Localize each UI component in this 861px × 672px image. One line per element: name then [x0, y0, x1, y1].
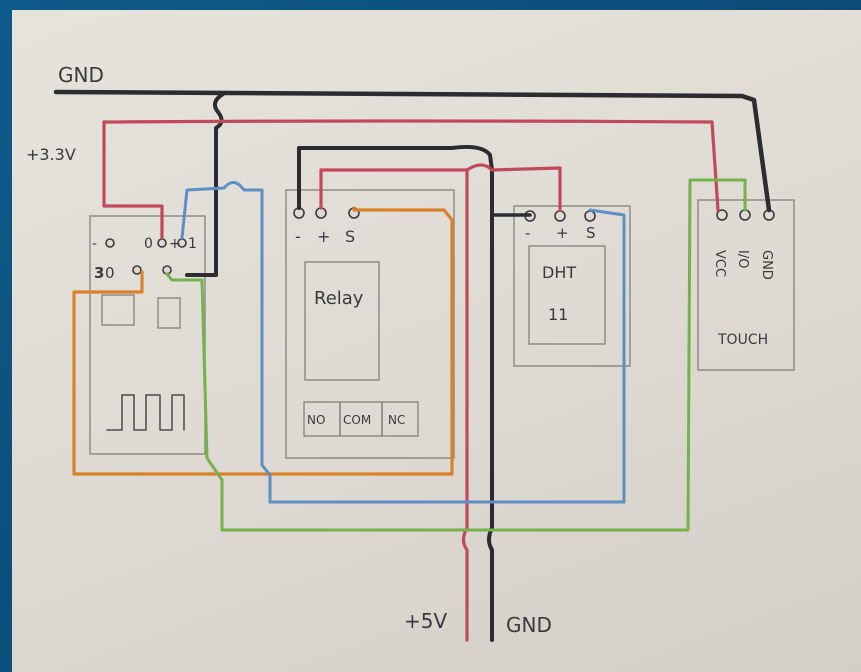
- vcc5-rail: [461, 168, 469, 642]
- esp-pin-vcc: [157, 238, 167, 248]
- dht-pin-signal: [584, 210, 596, 222]
- dht-title: DHT: [542, 263, 576, 282]
- relay-board-outline: [285, 189, 455, 459]
- vcc5-label: +5V: [404, 609, 447, 633]
- vcc33-label: +3.3V: [26, 145, 76, 164]
- gnd-bottom-label: GND: [506, 613, 552, 637]
- wiring-diagram: - 0 + 1 3 0 - + S Relay NO COM NC - + S …: [26, 63, 795, 642]
- esp-gnd-wire: [185, 92, 225, 277]
- touch-pin-vcc: [716, 209, 728, 221]
- relay-body: [304, 261, 380, 381]
- touch-module: VCC I/O GND TOUCH: [697, 199, 795, 371]
- relay-pin-s-label: S: [345, 227, 355, 246]
- vcc33-bus-wire: [102, 119, 720, 212]
- esp-pin-minus-label: -: [92, 236, 97, 252]
- dht-sensor-body: [528, 245, 606, 345]
- touch-title: TOUCH: [717, 332, 768, 348]
- esp-chip: [101, 294, 135, 326]
- dht-pin-s-label: S: [586, 224, 596, 242]
- relay-nc-label: NC: [388, 413, 405, 427]
- esp-antenna-trace: [106, 394, 185, 431]
- relay-no-label: NO: [307, 413, 325, 427]
- dht-model: 11: [548, 305, 568, 324]
- esp-pin-3: [132, 265, 142, 275]
- dht-signal-wire: [180, 181, 626, 504]
- esp-module: - 0 + 1 3 0: [89, 215, 206, 455]
- paper-sheet: - 0 + 1 3 0 - + S Relay NO COM NC - + S …: [12, 10, 861, 672]
- dht-module: - + S DHT 11: [513, 205, 631, 367]
- dht-board-outline: [513, 205, 631, 367]
- dht-pin-plus-label: +: [556, 224, 569, 242]
- esp-pin-3-label: 3: [94, 264, 104, 282]
- relay-signal-wire: [72, 206, 454, 476]
- relay-title: Relay: [314, 288, 364, 309]
- vcc5-rail-top: [319, 163, 562, 212]
- esp-pin-1-label: 1: [188, 236, 197, 252]
- relay-com-label: COM: [343, 413, 371, 427]
- relay-terminal-nc: [381, 401, 419, 437]
- touch-io-label: I/O: [735, 250, 750, 268]
- esp-pin-gnd: [105, 238, 115, 248]
- touch-signal-wire: [165, 178, 747, 532]
- dht-pin-vcc: [554, 210, 566, 222]
- esp-vcc-wire: [102, 120, 164, 240]
- touch-gnd-label: GND: [759, 250, 774, 280]
- relay-pin-plus-label: +: [317, 227, 330, 246]
- gnd-relay-rail: [297, 144, 494, 642]
- esp-pin-plus-label: +: [169, 236, 181, 252]
- gnd-top-label: GND: [58, 63, 104, 87]
- gnd-bus-wire: [53, 89, 772, 213]
- esp-pin-0b-label: 0: [105, 264, 115, 282]
- relay-pin-minus-label: -: [295, 227, 301, 246]
- esp-pin-0-label: 0: [144, 236, 153, 252]
- esp-crystal: [157, 297, 181, 329]
- touch-vcc-label: VCC: [712, 250, 727, 277]
- relay-module: - + S Relay NO COM NC: [285, 189, 455, 459]
- dht-pin-minus-label: -: [525, 224, 530, 242]
